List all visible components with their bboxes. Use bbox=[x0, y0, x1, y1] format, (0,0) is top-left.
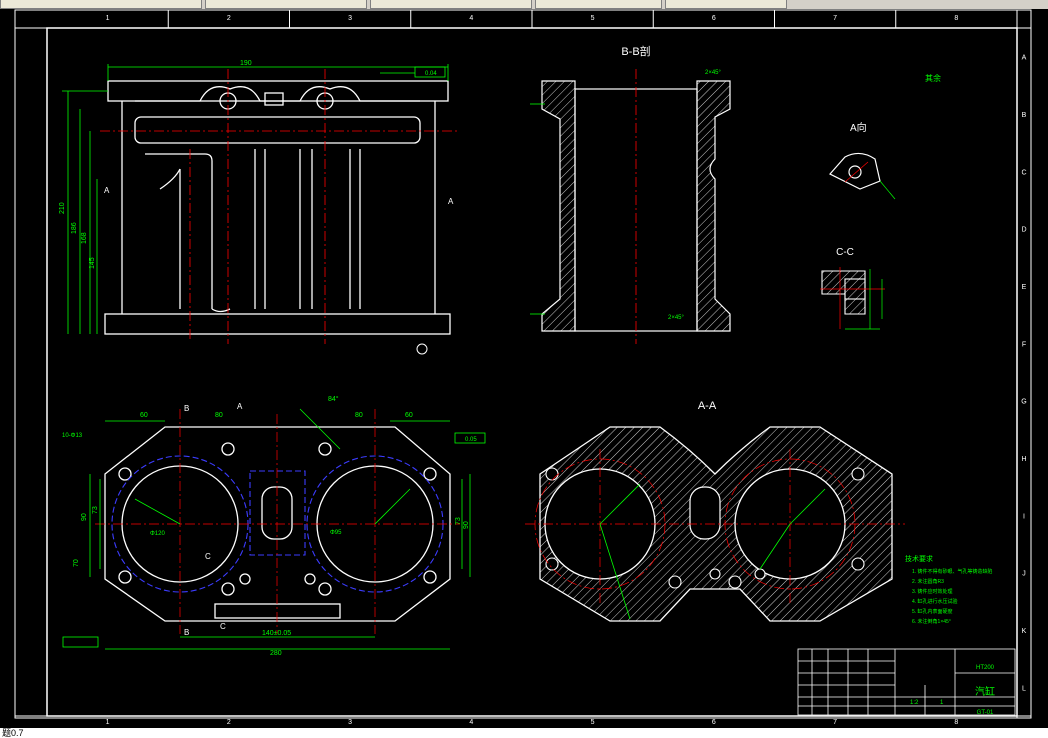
cut-b-bottom-label: B bbox=[184, 628, 189, 637]
note-item: 4. 缸孔进行水压试验 bbox=[912, 598, 958, 605]
document-tab[interactable] bbox=[535, 0, 662, 9]
dim-bore-d: Φ120 bbox=[150, 531, 165, 537]
grid-col-label: 1 bbox=[106, 15, 110, 22]
section-bb-view bbox=[530, 69, 731, 344]
section-bb-title: B-B剖 bbox=[621, 44, 650, 58]
grid-col-label: 6 bbox=[712, 719, 716, 726]
grid-col-label: 3 bbox=[348, 15, 352, 22]
document-tab[interactable] bbox=[205, 0, 367, 9]
grid-row-label: G bbox=[1021, 399, 1026, 406]
dim-plan-left2: 80 bbox=[215, 412, 223, 419]
dim-front-width: 190 bbox=[240, 60, 252, 67]
title-block-material: HT200 bbox=[976, 665, 995, 671]
arrow-a-label: A bbox=[237, 402, 243, 411]
title-block-scale: 1:2 bbox=[910, 700, 919, 706]
detail-a-title: A向 bbox=[850, 121, 867, 134]
section-aa-title: A-A bbox=[698, 400, 717, 412]
section-cc-view bbox=[820, 267, 885, 330]
title-block-part-name: 汽缸 bbox=[975, 685, 995, 698]
dim-front-height: 210 bbox=[59, 202, 66, 214]
section-cc-title: C-C bbox=[836, 247, 854, 258]
note-item: 1. 铸件不得有砂眼、气孔等铸造缺陷 bbox=[912, 568, 993, 575]
title-block-sheet: 1 bbox=[940, 700, 944, 706]
note-item: 6. 未注倒角1×45° bbox=[912, 618, 951, 625]
grid-row-label: A bbox=[1022, 55, 1027, 62]
grid-col-label: 4 bbox=[469, 719, 473, 726]
grid-row-label: L bbox=[1022, 685, 1026, 692]
dim-plan-centers: 140±0.05 bbox=[262, 630, 291, 637]
grid-col-label: 8 bbox=[954, 719, 958, 726]
grid-col-label: 1 bbox=[106, 719, 110, 726]
grid-row-label: J bbox=[1022, 571, 1026, 578]
grid-col-label: 3 bbox=[348, 719, 352, 726]
front-dimensions bbox=[62, 64, 449, 334]
grid-row-label: C bbox=[1021, 169, 1026, 176]
note-item: 5. 缸孔内表面硬度 bbox=[912, 608, 953, 615]
holes-note: 10-Φ13 bbox=[62, 433, 83, 439]
plan-center-lines bbox=[95, 409, 460, 634]
dim-plan-h3: 70 bbox=[73, 559, 80, 567]
dim-chamfer-top: 2×45° bbox=[705, 70, 722, 76]
dim-front-h4: 145 bbox=[89, 257, 96, 269]
datum-symbol bbox=[416, 343, 428, 355]
document-tab[interactable] bbox=[370, 0, 532, 9]
dim-plan-h2: 73 bbox=[92, 506, 99, 514]
dim-plan-width: 280 bbox=[270, 650, 282, 657]
document-tab[interactable] bbox=[665, 0, 787, 9]
cut-a-left-label: A bbox=[104, 186, 110, 195]
document-tab[interactable] bbox=[0, 0, 202, 9]
note-item: 2. 未注圆角R3 bbox=[912, 578, 944, 585]
front-center-lines bbox=[100, 69, 460, 344]
roughness-note: 其余 bbox=[925, 73, 941, 83]
dim-front-h3: 168 bbox=[81, 232, 88, 244]
grid-row-label: H bbox=[1021, 456, 1026, 463]
document-tab-bar bbox=[0, 0, 1048, 9]
dim-plan-r-h2: 90 bbox=[463, 521, 470, 529]
dim-front-h2: 186 bbox=[71, 222, 78, 234]
cut-c-bottom-label: C bbox=[220, 622, 226, 631]
dim-plan-r-h: 73 bbox=[455, 517, 462, 525]
detail-a-view bbox=[829, 152, 896, 200]
grid-row-label: I bbox=[1023, 513, 1025, 520]
plan-dimensions bbox=[62, 408, 486, 650]
grid-row-label: E bbox=[1022, 284, 1027, 291]
cut-a-right-label: A bbox=[448, 197, 454, 206]
grid-col-label: 4 bbox=[469, 15, 473, 22]
dim-plan-left: 60 bbox=[140, 412, 148, 419]
grid-col-label: 7 bbox=[833, 719, 837, 726]
grid-col-label: 7 bbox=[833, 15, 837, 22]
status-text: 题0.7 bbox=[0, 728, 1048, 738]
dim-plan-right: 60 bbox=[405, 412, 413, 419]
dim-plan-right2: 80 bbox=[355, 412, 363, 419]
grid-col-label: 5 bbox=[591, 719, 595, 726]
front-view bbox=[104, 80, 451, 335]
notes-list: 1. 铸件不得有砂眼、气孔等铸造缺陷 2. 未注圆角R3 3. 铸件应时效处理 … bbox=[912, 568, 993, 625]
tol-box-value: 0.04 bbox=[425, 71, 437, 77]
grid-col-label: 2 bbox=[227, 719, 231, 726]
grid-row-label: F bbox=[1022, 341, 1026, 348]
notes-title: 技术要求 bbox=[905, 554, 933, 563]
grid-row-label: K bbox=[1022, 628, 1027, 635]
dim-bore-d2: Φ95 bbox=[330, 530, 342, 536]
grid-col-label: 8 bbox=[954, 15, 958, 22]
cut-b-top-label: B bbox=[184, 404, 189, 413]
grid-row-label: D bbox=[1021, 227, 1026, 234]
cut-c-top-label: C bbox=[205, 552, 211, 561]
title-block-drawing-no: GT-01 bbox=[977, 710, 994, 716]
section-aa-view bbox=[525, 426, 905, 622]
tol-box2-value: 0.05 bbox=[465, 437, 477, 443]
grid-col-label: 6 bbox=[712, 15, 716, 22]
grid-col-label: 5 bbox=[591, 15, 595, 22]
outer-border bbox=[14, 9, 1032, 719]
dim-chamfer-bottom: 2×45° bbox=[668, 315, 685, 321]
note-item: 3. 铸件应时效处理 bbox=[912, 588, 953, 595]
title-block bbox=[797, 648, 1016, 716]
grid-row-label: B bbox=[1022, 112, 1027, 119]
grid-col-label: 2 bbox=[227, 15, 231, 22]
dim-plan-height: 90 bbox=[81, 513, 88, 521]
dim-angle: 84° bbox=[328, 395, 339, 403]
